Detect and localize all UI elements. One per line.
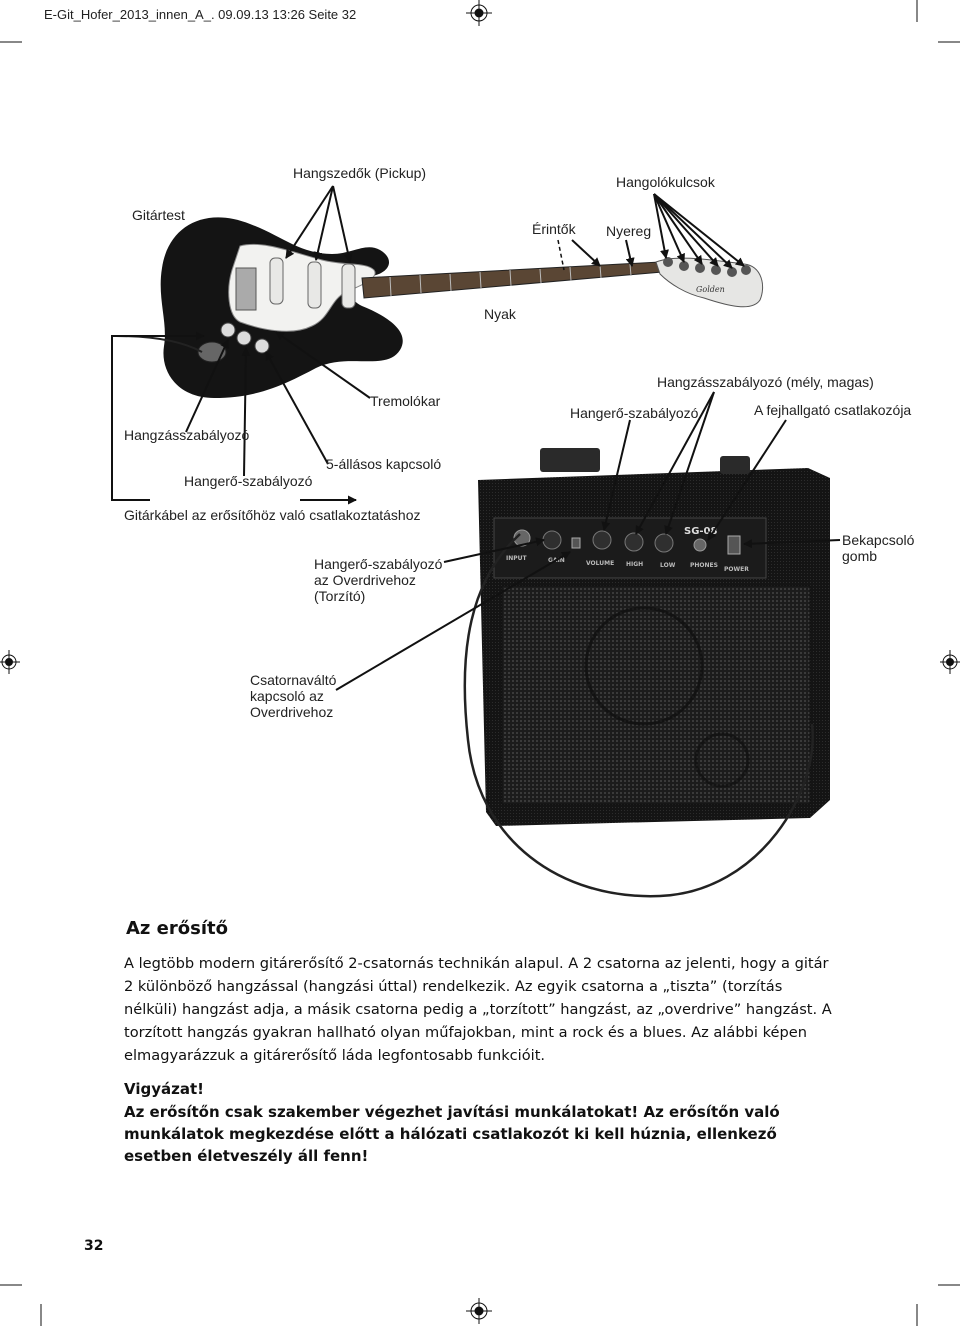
phones-jack [693, 538, 707, 552]
channel-switch [571, 537, 581, 549]
label-five-way: 5-állásos kapcsoló [326, 456, 442, 472]
panel-input: INPUT [506, 555, 528, 562]
gain-knob [542, 530, 562, 550]
print-slug: E-Git_Hofer_2013_innen_A_. 09.09.13 13:2… [44, 7, 357, 22]
label-channel-line3: Overdrivehoz [250, 704, 334, 721]
guitar: Golden [160, 217, 764, 398]
label-tremolo: Tremolókar [370, 393, 441, 409]
label-tuners: Hangolókulcsok [616, 174, 715, 190]
headstock-logo: Golden [696, 285, 725, 294]
label-tone: Hangzásszabályozó [124, 427, 250, 443]
power-switch [727, 535, 741, 555]
label-volume-amp: Hangerő-szabályozó [570, 405, 699, 421]
low-knob [654, 533, 674, 553]
label-frets: Érintők [532, 221, 576, 237]
panel-brand: SG-08 [684, 526, 718, 537]
panel-low: LOW [660, 562, 676, 569]
label-channel: Csatornaváltó kapcsoló az Overdrivehoz [250, 672, 336, 720]
input-jack [513, 529, 531, 547]
label-power-line1: Bekapcsoló [842, 532, 915, 548]
label-overdrive-volume: Hangerő-szabályozó az Overdrivehoz (Torz… [314, 556, 442, 604]
label-power: Bekapcsoló gomb [842, 532, 914, 564]
label-tone-low-high: Hangzásszabályozó (mély, magas) [657, 374, 874, 390]
guitar-cable [463, 533, 814, 898]
label-volume-guitar: Hangerő-szabályozó [184, 473, 313, 489]
paragraph-text: A legtöbb modern gitárerősítő 2-csatorná… [124, 955, 832, 1064]
label-nut: Nyereg [606, 223, 652, 239]
label-neck: Nyak [484, 306, 516, 322]
registration-mark-left [0, 650, 20, 674]
label-pickup: Hangszedők (Pickup) [293, 165, 427, 181]
volume-knob [592, 530, 612, 550]
label-cable: Gitárkábel az erősítőhöz való csatlakozt… [124, 507, 421, 523]
panel-volume: VOLUME [586, 560, 614, 567]
panel-power: POWER [724, 566, 749, 573]
label-overdrive-volume-line3: (Torzító) [314, 588, 366, 605]
panel-high: HIGH [626, 561, 643, 568]
label-channel-line2: kapcsoló az [250, 688, 324, 705]
body-paragraph: A legtöbb modern gitárerősítő 2-csatorná… [124, 952, 838, 1067]
registration-mark-top [466, 0, 492, 26]
warning-text: Az erősítőn csak szakember végezhet javí… [124, 1103, 780, 1165]
label-overdrive-volume-line2: az Overdrivehoz [314, 572, 416, 589]
registration-mark-right [940, 650, 960, 674]
label-power-line2: gomb [842, 548, 878, 565]
high-knob [624, 532, 644, 552]
page-number: 32 [84, 1238, 104, 1254]
label-overdrive-volume-line1: Hangerő-szabályozó [314, 556, 443, 572]
section-heading: Az erősítő [126, 918, 228, 939]
label-headphones: A fejhallgató csatlakozója [754, 402, 912, 418]
panel-phones: PHONES [690, 562, 718, 569]
amplifier: INPUT GAIN VOLUME HIGH LOW PHONES POWER … [478, 448, 830, 826]
label-channel-line1: Csatornaváltó [250, 672, 337, 688]
label-body: Gitártest [132, 207, 185, 223]
warning-title: Vigyázat! [124, 1080, 204, 1098]
registration-mark-bottom [466, 1298, 492, 1324]
